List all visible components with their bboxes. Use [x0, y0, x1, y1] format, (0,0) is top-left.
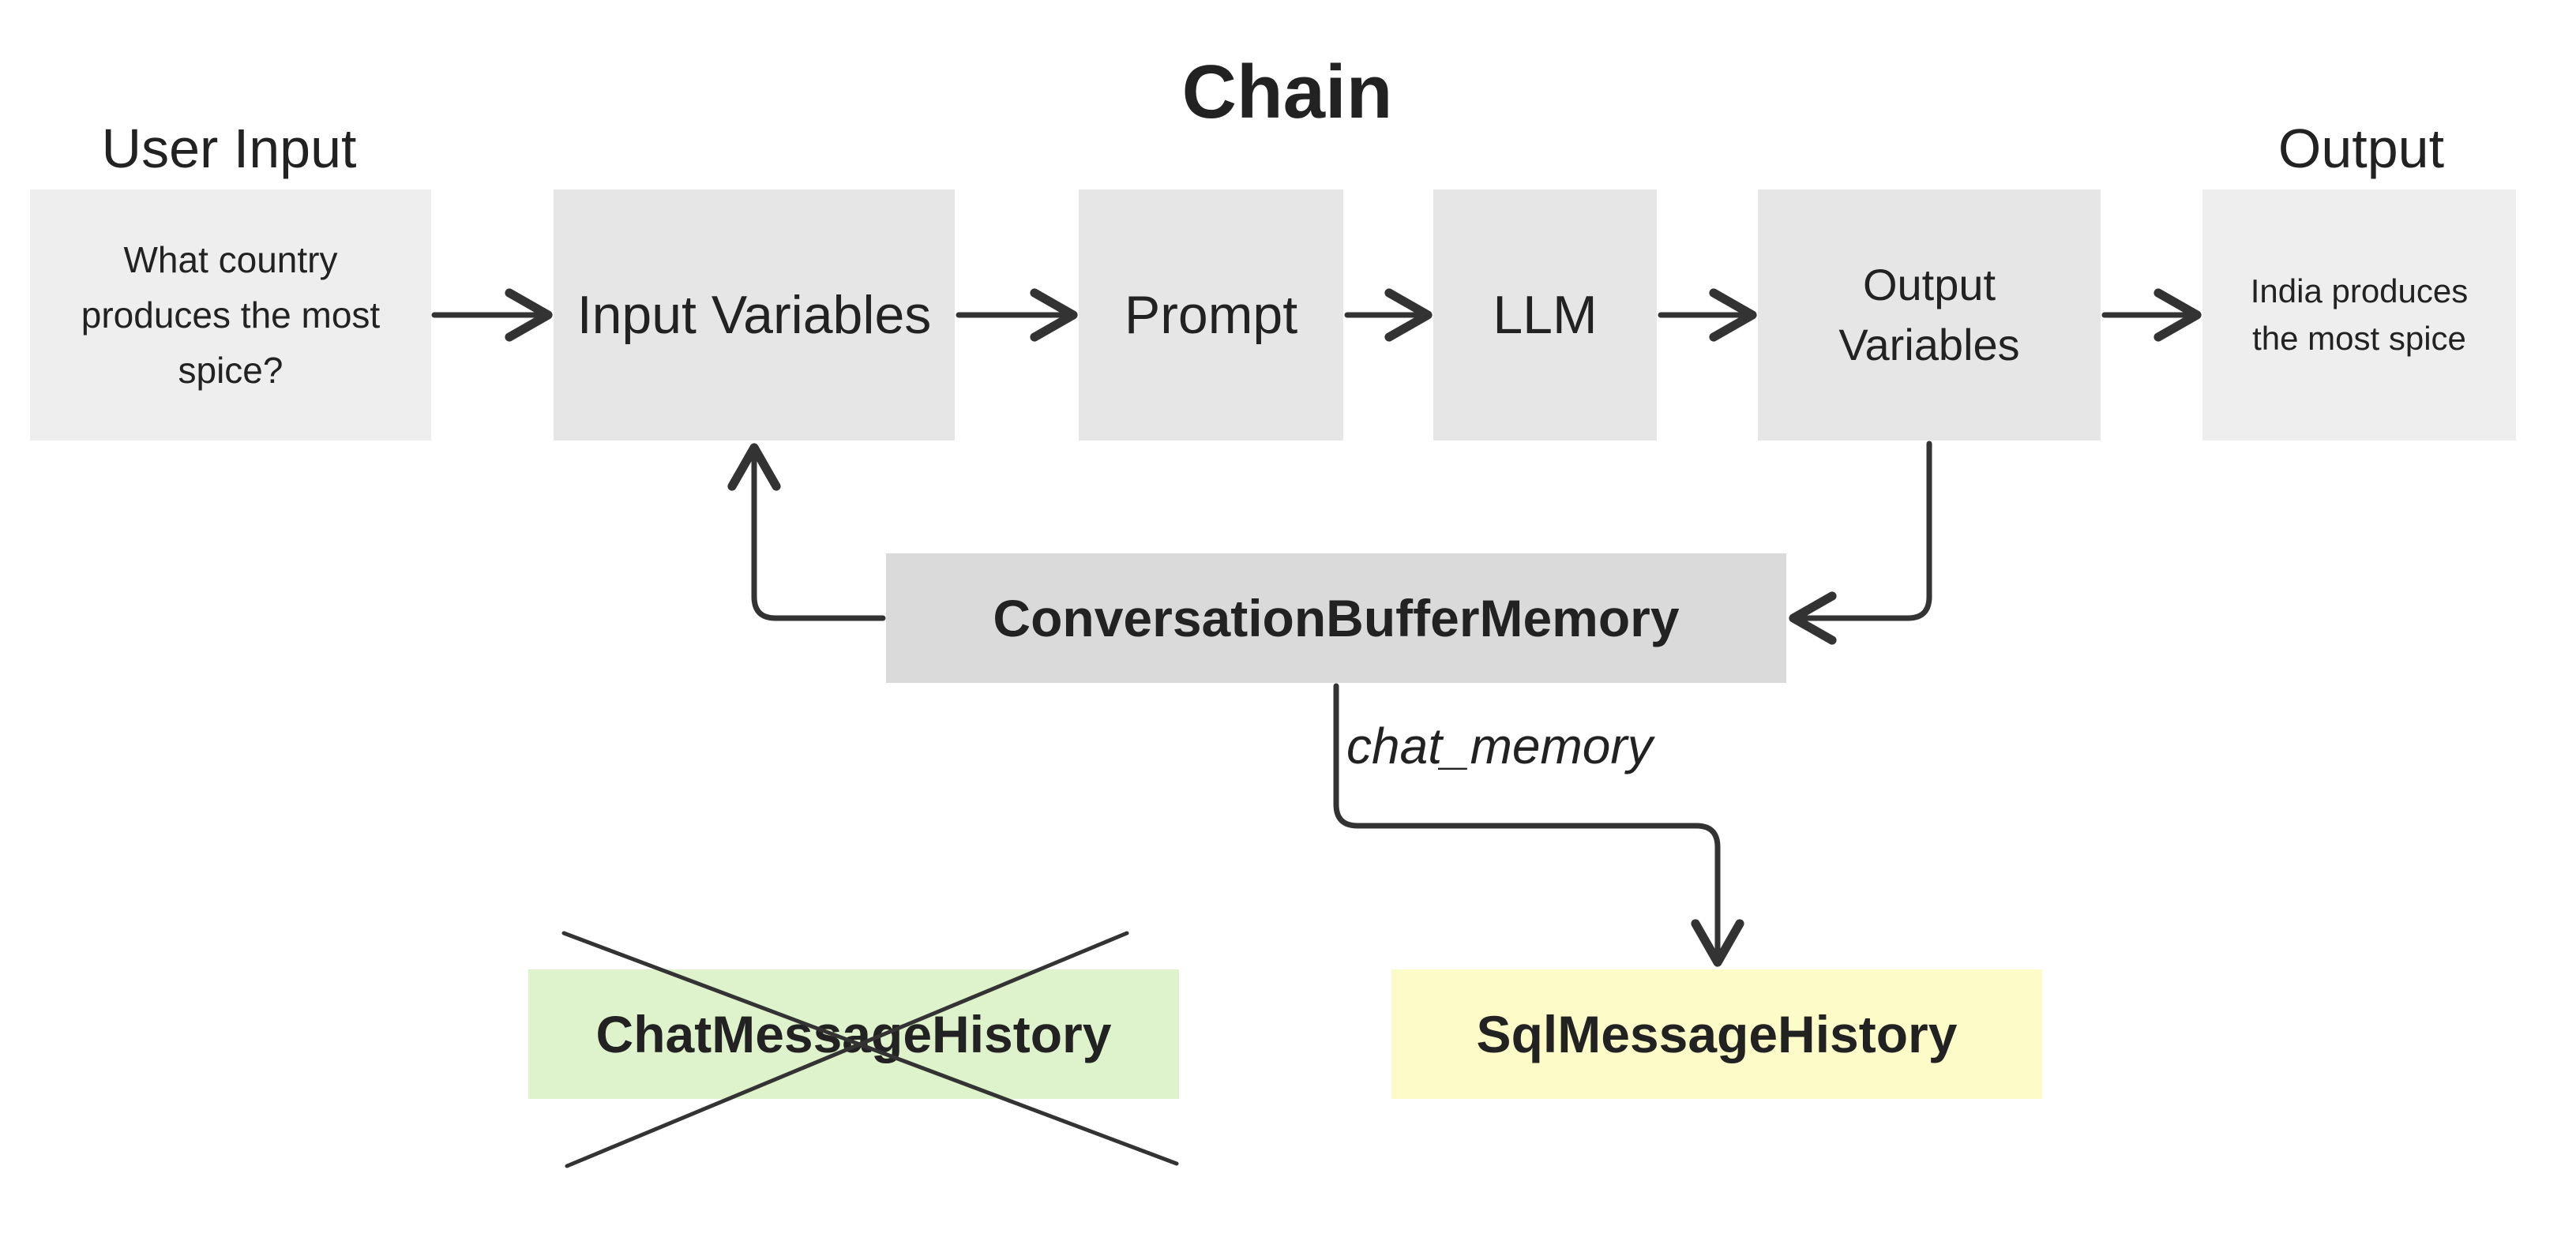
- chat-memory-edge-label: chat_memory: [1346, 718, 1653, 774]
- output-heading: Output: [2277, 118, 2445, 179]
- sql-message-history-box: SqlMessageHistory: [1391, 969, 2042, 1099]
- output-variables-box: Output Variables: [1758, 189, 2101, 441]
- user-input-box: What country produces the most spice?: [30, 189, 431, 441]
- conversation-buffer-memory-box: ConversationBufferMemory: [886, 553, 1786, 683]
- cross-out-mark: [561, 931, 1179, 1168]
- input-variables-box: Input Variables: [554, 189, 955, 441]
- output-variables-text: Output Variables: [1838, 260, 2020, 369]
- memory-text: ConversationBufferMemory: [993, 589, 1680, 647]
- sql-history-text: SqlMessageHistory: [1476, 1005, 1958, 1063]
- prompt-box: Prompt: [1079, 189, 1343, 441]
- arrow-output-variables-to-memory: [1789, 441, 1932, 645]
- cross-out-line-1: [561, 931, 1179, 1166]
- user-input-heading: User Input: [101, 118, 357, 179]
- chat-history-text: ChatMessageHistory: [595, 1005, 1112, 1063]
- output-text: India produces the most spice: [2250, 272, 2469, 357]
- llm-box: LLM: [1433, 189, 1657, 441]
- chat-message-history-box: ChatMessageHistory: [528, 969, 1179, 1099]
- cross-out-line-2: [565, 931, 1129, 1168]
- arrow-memory-to-input-variables: [727, 443, 886, 621]
- arrow-memory-to-sql-history: [1333, 683, 1744, 967]
- input-variables-text: Input Variables: [576, 285, 932, 345]
- user-input-text: What country produces the most spice?: [81, 239, 381, 391]
- diagram-title: Chain: [1181, 50, 1393, 134]
- llm-text: LLM: [1493, 285, 1598, 345]
- prompt-text: Prompt: [1124, 285, 1298, 345]
- output-box: India produces the most spice: [2202, 189, 2516, 441]
